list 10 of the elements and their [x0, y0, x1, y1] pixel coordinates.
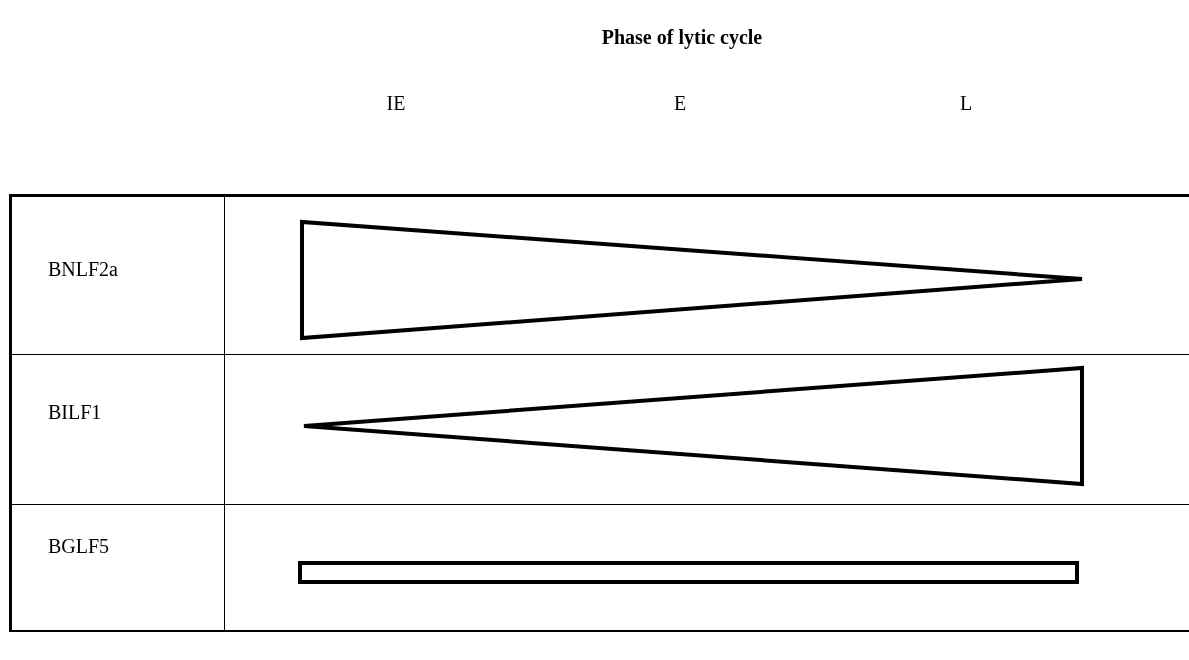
- increasing-wedge: [302, 365, 1084, 487]
- chart-title: Phase of lytic cycle: [600, 26, 764, 49]
- gene-name: BNLF2a: [48, 258, 118, 281]
- gene-name: BILF1: [48, 401, 102, 424]
- phase-label: L: [958, 92, 974, 115]
- bar: [298, 561, 1079, 584]
- phase-label: E: [672, 92, 688, 115]
- gene-name: BGLF5: [48, 535, 110, 558]
- phase-label: IE: [385, 92, 407, 115]
- decreasing-wedge: [300, 219, 1084, 341]
